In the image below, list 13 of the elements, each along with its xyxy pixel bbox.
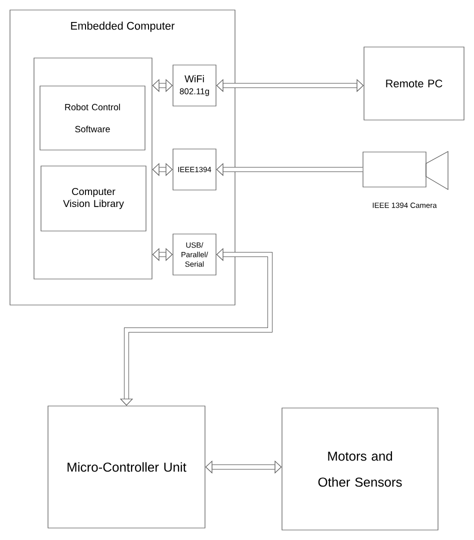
double-arrow xyxy=(152,78,173,92)
double-arrow xyxy=(216,78,364,92)
software-box: Robot Control Software xyxy=(40,86,146,150)
interface-box: WiFi 802.11g xyxy=(172,64,216,106)
library-box: Computer Vision Library xyxy=(40,166,146,232)
double-arrow xyxy=(205,460,282,474)
pc-box: Remote PC xyxy=(364,46,464,120)
camera-drawing xyxy=(362,151,448,190)
double-arrow xyxy=(152,248,173,262)
sensors-box: Motors and Other Sensors xyxy=(282,408,438,530)
controller-box: Micro-Controller Unit xyxy=(48,406,206,528)
double-arrow xyxy=(152,162,173,176)
panel-box xyxy=(34,58,152,280)
